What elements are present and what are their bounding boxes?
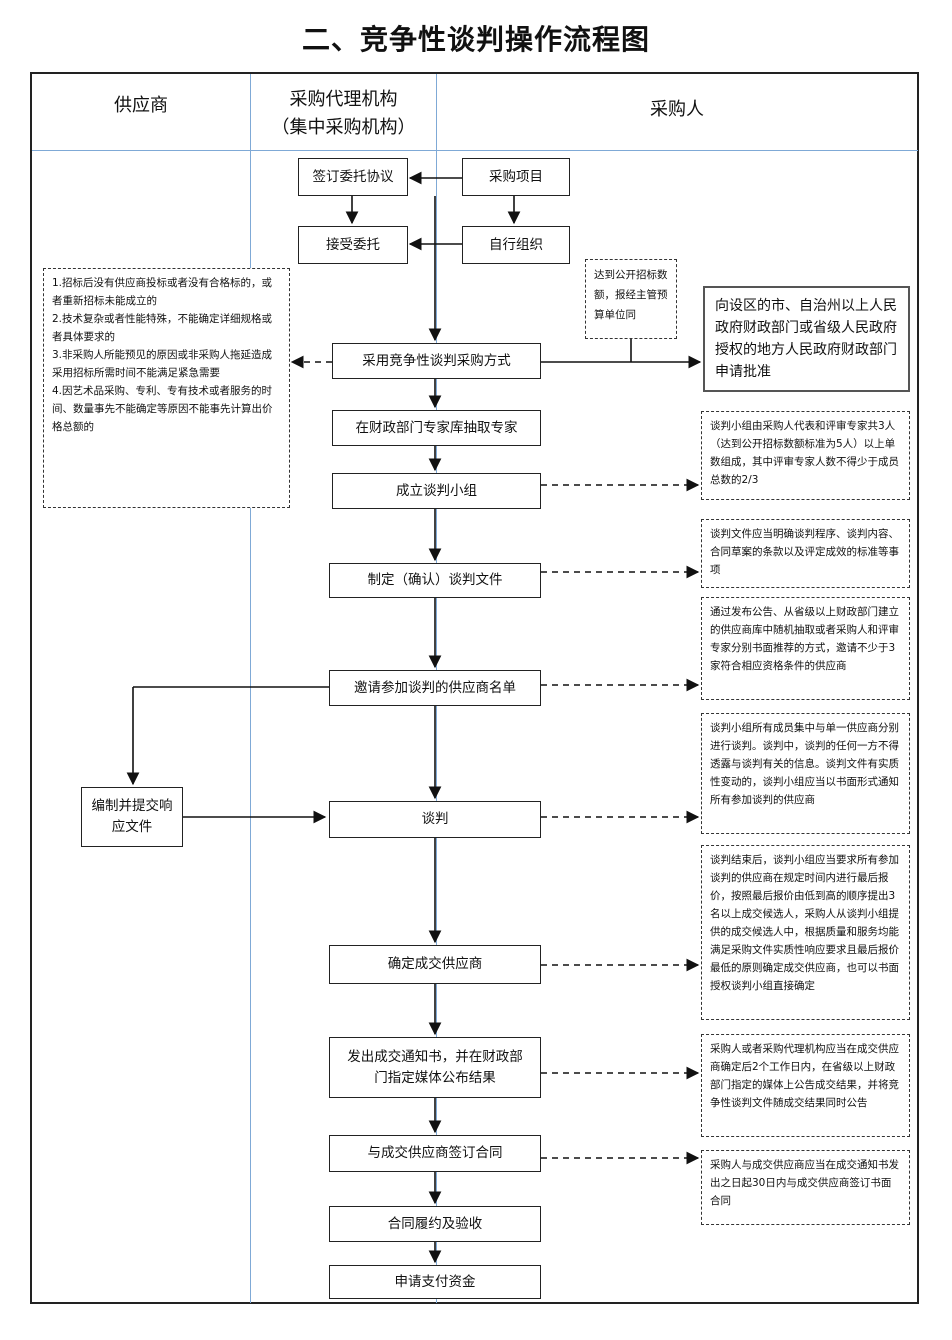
procurement-project-step: 采购项目	[462, 158, 570, 196]
diagram-frame	[30, 72, 919, 1304]
lane-title-agency-line1: 采购代理机构	[289, 89, 398, 110]
prepare-docs-step: 制定（确认）谈判文件	[329, 563, 541, 598]
self-organize-step: 自行组织	[462, 226, 570, 264]
negotiation-rules-note: 谈判小组所有成员集中与单一供应商分别进行谈判。谈判中，谈判的任何一方不得透露与谈…	[701, 713, 910, 834]
condition-1: 1.招标后没有供应商投标或者没有合格标的，或者重新招标未能成立的	[52, 277, 273, 307]
doc-content-note: 谈判文件应当明确谈判程序、谈判内容、合同草案的条款以及评定成效的标准等事项	[701, 519, 910, 588]
sign-agreement-step: 签订委托协议	[298, 158, 408, 196]
draw-experts-step: 在财政部门专家库抽取专家	[332, 410, 541, 446]
contract-rules-note: 采购人与成交供应商应当在成交通知书发出之日起30日内与成交供应商签订书面合同	[701, 1150, 910, 1225]
lane-title-agency: 采购代理机构 （集中采购机构）	[251, 86, 436, 142]
team-composition-note: 谈判小组由采购人代表和评审专家共3人（达到公开招标数额标准为5人）以上单数组成，…	[701, 411, 910, 500]
lane-title-supplier: 供应商	[114, 95, 168, 116]
page-title: 二、竞争性谈判操作流程图	[301, 23, 650, 56]
perform-accept-step: 合同履约及验收	[329, 1206, 541, 1242]
invitation-method-note: 通过发布公告、从省级以上财政部门建立的供应商库中随机抽取或者采购人和评审专家分别…	[701, 597, 910, 700]
accept-entrustment-step: 接受委托	[298, 226, 408, 264]
issue-notice-step: 发出成交通知书，并在财政部门指定媒体公布结果	[329, 1037, 541, 1098]
header-divider	[32, 150, 918, 151]
threshold-note: 达到公开招标数额，报经主管预算单位同	[585, 259, 677, 339]
condition-4: 4.因艺术品采购、专利、专有技术或者服务的时间、数量事先不能确定等原因不能事先计…	[52, 385, 273, 433]
lane-divider-1	[250, 74, 251, 1303]
apply-payment-step: 申请支付资金	[329, 1265, 541, 1299]
prepare-response-step: 编制并提交响应文件	[81, 787, 183, 847]
condition-2: 2.技术复杂或者性能特殊，不能确定详细规格或者具体要求的	[52, 313, 273, 343]
determine-supplier-step: 确定成交供应商	[329, 945, 541, 984]
sign-contract-step: 与成交供应商签订合同	[329, 1135, 541, 1172]
form-team-step: 成立谈判小组	[332, 473, 541, 509]
lane-title-purchaser: 采购人	[650, 99, 704, 120]
negotiate-step: 谈判	[329, 801, 541, 838]
approval-note: 向设区的市、自治州以上人民政府财政部门或省级人民政府授权的地方人民政府财政部门申…	[703, 286, 910, 392]
invite-list-step: 邀请参加谈判的供应商名单	[329, 670, 541, 706]
condition-3: 3.非采购人所能预见的原因或非采购人拖延造成采用招标所需时间不能满足紧急需要	[52, 349, 273, 379]
conditions-note: 1.招标后没有供应商投标或者没有合格标的，或者重新招标未能成立的 2.技术复杂或…	[43, 268, 290, 508]
award-rules-note: 谈判结束后，谈判小组应当要求所有参加谈判的供应商在规定时间内进行最后报价，按照最…	[701, 845, 910, 1020]
adopt-method-step: 采用竞争性谈判采购方式	[332, 343, 541, 379]
publish-rules-note: 采购人或者采购代理机构应当在成交供应商确定后2个工作日内，在省级以上财政部门指定…	[701, 1034, 910, 1137]
lane-title-agency-line2: （集中采购机构）	[271, 117, 416, 138]
